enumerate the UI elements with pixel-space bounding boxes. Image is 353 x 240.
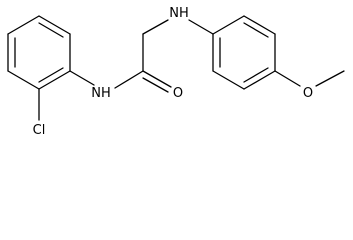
- amide-nh-label: NH: [91, 86, 111, 101]
- ring-n-bond: [69, 70, 95, 86]
- o-methyl-bond: [315, 70, 345, 87]
- chlorine-label: Cl: [33, 123, 46, 138]
- ch2-n-bond: [142, 19, 169, 35]
- chlorophenyl-ring: [7, 15, 71, 90]
- ring-o-bond: [274, 70, 301, 87]
- n-carbonyl-bond: [114, 70, 144, 89]
- amine-nh-label: NH: [169, 6, 189, 21]
- carbonyl-double-bond: [142, 70, 172, 88]
- n-ring-bond: [188, 19, 214, 35]
- structure-diagram: Cl NH O NH O: [7, 6, 345, 138]
- methoxyphenyl-ring: [212, 15, 276, 90]
- methoxy-oxygen-label: O: [303, 86, 313, 101]
- molecule-drawing: Cl NH O NH O: [7, 6, 345, 138]
- carbonyl-oxygen-label: O: [173, 86, 183, 101]
